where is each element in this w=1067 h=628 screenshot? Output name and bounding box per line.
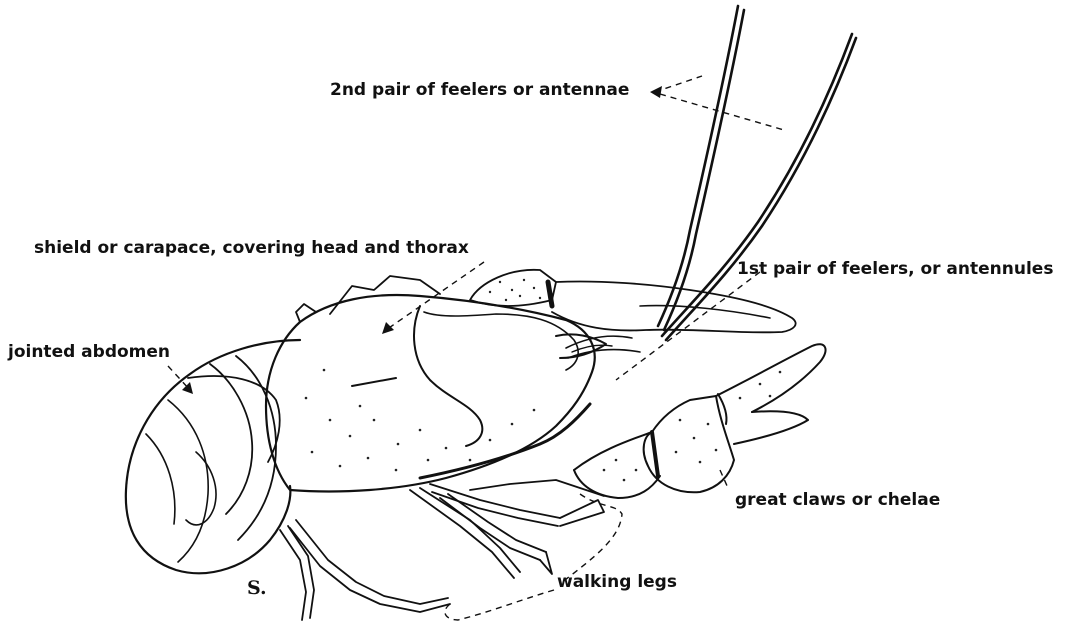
upper-claw-drawing: [470, 270, 796, 333]
lower-claw-drawing: [574, 344, 826, 498]
carapace-label: shield or carapace, covering head and th…: [34, 240, 469, 257]
abdomen-label: jointed abdomen: [8, 344, 170, 361]
claws-label: great claws or chelae: [735, 492, 940, 509]
walking-legs-drawing: [280, 480, 604, 620]
antennae-label: 2nd pair of feelers or antennae: [330, 82, 629, 99]
carapace-drawing: [266, 276, 606, 492]
antennules-label: 1st pair of feelers, or antennules: [737, 261, 1053, 278]
artist-signature: S.: [247, 577, 267, 599]
legs-label: walking legs: [557, 574, 677, 591]
